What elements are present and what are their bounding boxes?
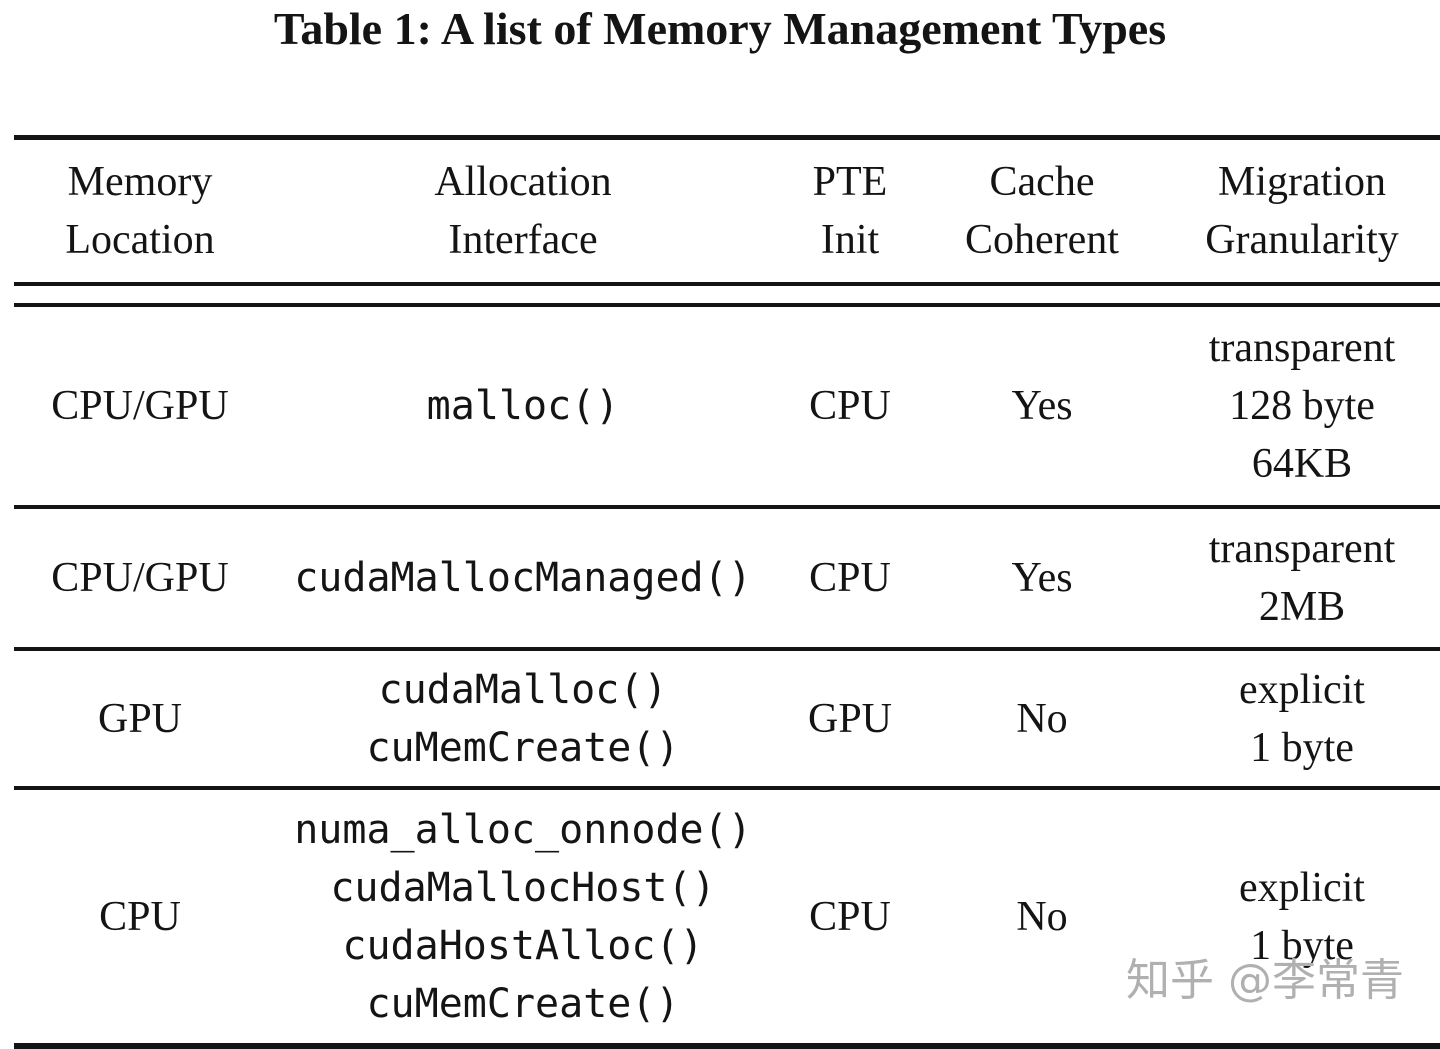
allocation-api: cudaMallocHost(): [330, 864, 716, 911]
memory-location-value: CPU: [99, 893, 181, 940]
cell-memory-location: GPU: [14, 651, 266, 786]
table-row-rule: [14, 647, 1440, 651]
cell-memory-location: CPU/GPU: [14, 509, 266, 647]
header-line: Init: [820, 217, 880, 263]
table-header-row: Memory Location Allocation Interface PTE…: [14, 140, 1440, 282]
header-line: Coherent: [965, 217, 1119, 263]
table-row: CPU/GPU cudaMallocManaged() CPU Yes tran…: [14, 509, 1440, 647]
table-row-rule: [14, 505, 1440, 509]
cell-migration-granularity: explicit 1 byte: [1164, 790, 1440, 1043]
table-bottom-rule: [14, 1043, 1440, 1049]
header-line: Cache: [989, 159, 1095, 205]
col-header-migration-granularity: Migration Granularity: [1164, 140, 1440, 282]
table-row: CPU/GPU malloc() CPU Yes transparent 128…: [14, 307, 1440, 505]
allocation-api: cuMemCreate(): [366, 724, 680, 771]
pte-init-value: CPU: [809, 383, 891, 429]
cell-memory-location: CPU: [14, 790, 266, 1043]
allocation-api: numa_alloc_onnode(): [294, 806, 752, 853]
cell-migration-granularity: explicit 1 byte: [1164, 651, 1440, 786]
granularity-line: transparent: [1208, 526, 1396, 572]
pte-init-value: CPU: [809, 555, 891, 601]
col-header-memory-location: Memory Location: [14, 140, 266, 282]
cell-allocation-interface: numa_alloc_onnode() cudaMallocHost() cud…: [266, 790, 780, 1043]
pte-init-value: CPU: [809, 893, 891, 940]
zhihu-watermark: 知乎 @李常青: [1126, 955, 1404, 1006]
memory-location-value: CPU/GPU: [51, 383, 229, 429]
granularity-line: transparent: [1208, 325, 1396, 371]
granularity-line: 128 byte: [1229, 383, 1375, 429]
cache-coherent-value: No: [1016, 893, 1068, 940]
cell-allocation-interface: cudaMallocManaged(): [266, 509, 780, 647]
table-header-double-rule: [14, 282, 1440, 307]
memory-location-value: GPU: [97, 695, 183, 742]
table-row: GPU cudaMalloc() cuMemCreate() GPU No ex…: [14, 651, 1440, 786]
header-line: Allocation: [434, 159, 612, 205]
allocation-api: cudaMallocManaged(): [294, 555, 752, 601]
granularity-line: explicit: [1239, 666, 1365, 713]
cell-pte-init: CPU: [780, 790, 920, 1043]
memory-location-value: CPU/GPU: [51, 555, 229, 601]
cell-pte-init: GPU: [780, 651, 920, 786]
cell-pte-init: CPU: [780, 307, 920, 505]
allocation-api: malloc(): [426, 383, 620, 429]
table-caption: Table 1: A list of Memory Management Typ…: [273, 3, 1167, 54]
cell-memory-location: CPU/GPU: [14, 307, 266, 505]
cell-cache-coherent: Yes: [920, 509, 1164, 647]
allocation-api: cudaHostAlloc(): [342, 922, 704, 969]
cache-coherent-value: No: [1016, 695, 1068, 742]
granularity-line: 1 byte: [1250, 922, 1354, 969]
col-header-pte-init: PTE Init: [780, 140, 920, 282]
cache-coherent-value: Yes: [1011, 383, 1073, 429]
cell-cache-coherent: No: [920, 651, 1164, 786]
cache-coherent-value: Yes: [1011, 555, 1073, 601]
cell-cache-coherent: Yes: [920, 307, 1164, 505]
granularity-line: 2MB: [1258, 584, 1346, 630]
cell-allocation-interface: malloc(): [266, 307, 780, 505]
header-line: Granularity: [1205, 217, 1399, 263]
memory-management-table: Memory Location Allocation Interface PTE…: [14, 135, 1440, 1049]
table-row: CPU numa_alloc_onnode() cudaMallocHost()…: [14, 790, 1440, 1043]
cell-allocation-interface: cudaMalloc() cuMemCreate(): [266, 651, 780, 786]
col-header-allocation-interface: Allocation Interface: [266, 140, 780, 282]
table-row-rule: [14, 786, 1440, 790]
granularity-line: 1 byte: [1250, 724, 1354, 771]
granularity-line: 64KB: [1251, 441, 1353, 487]
cell-cache-coherent: No: [920, 790, 1164, 1043]
cell-pte-init: CPU: [780, 509, 920, 647]
allocation-api: cuMemCreate(): [366, 980, 680, 1027]
cell-migration-granularity: transparent 128 byte 64KB: [1164, 307, 1440, 505]
cell-migration-granularity: transparent 2MB: [1164, 509, 1440, 647]
header-line: Location: [65, 217, 215, 263]
header-line: Memory: [67, 159, 213, 205]
granularity-line: explicit: [1239, 864, 1365, 911]
header-line: Interface: [448, 217, 598, 263]
pte-init-value: GPU: [807, 695, 893, 742]
table-top-rule: [14, 135, 1440, 140]
header-line: PTE: [812, 159, 888, 205]
allocation-api: cudaMalloc(): [378, 666, 668, 713]
header-line: Migration: [1218, 159, 1386, 205]
col-header-cache-coherent: Cache Coherent: [920, 140, 1164, 282]
